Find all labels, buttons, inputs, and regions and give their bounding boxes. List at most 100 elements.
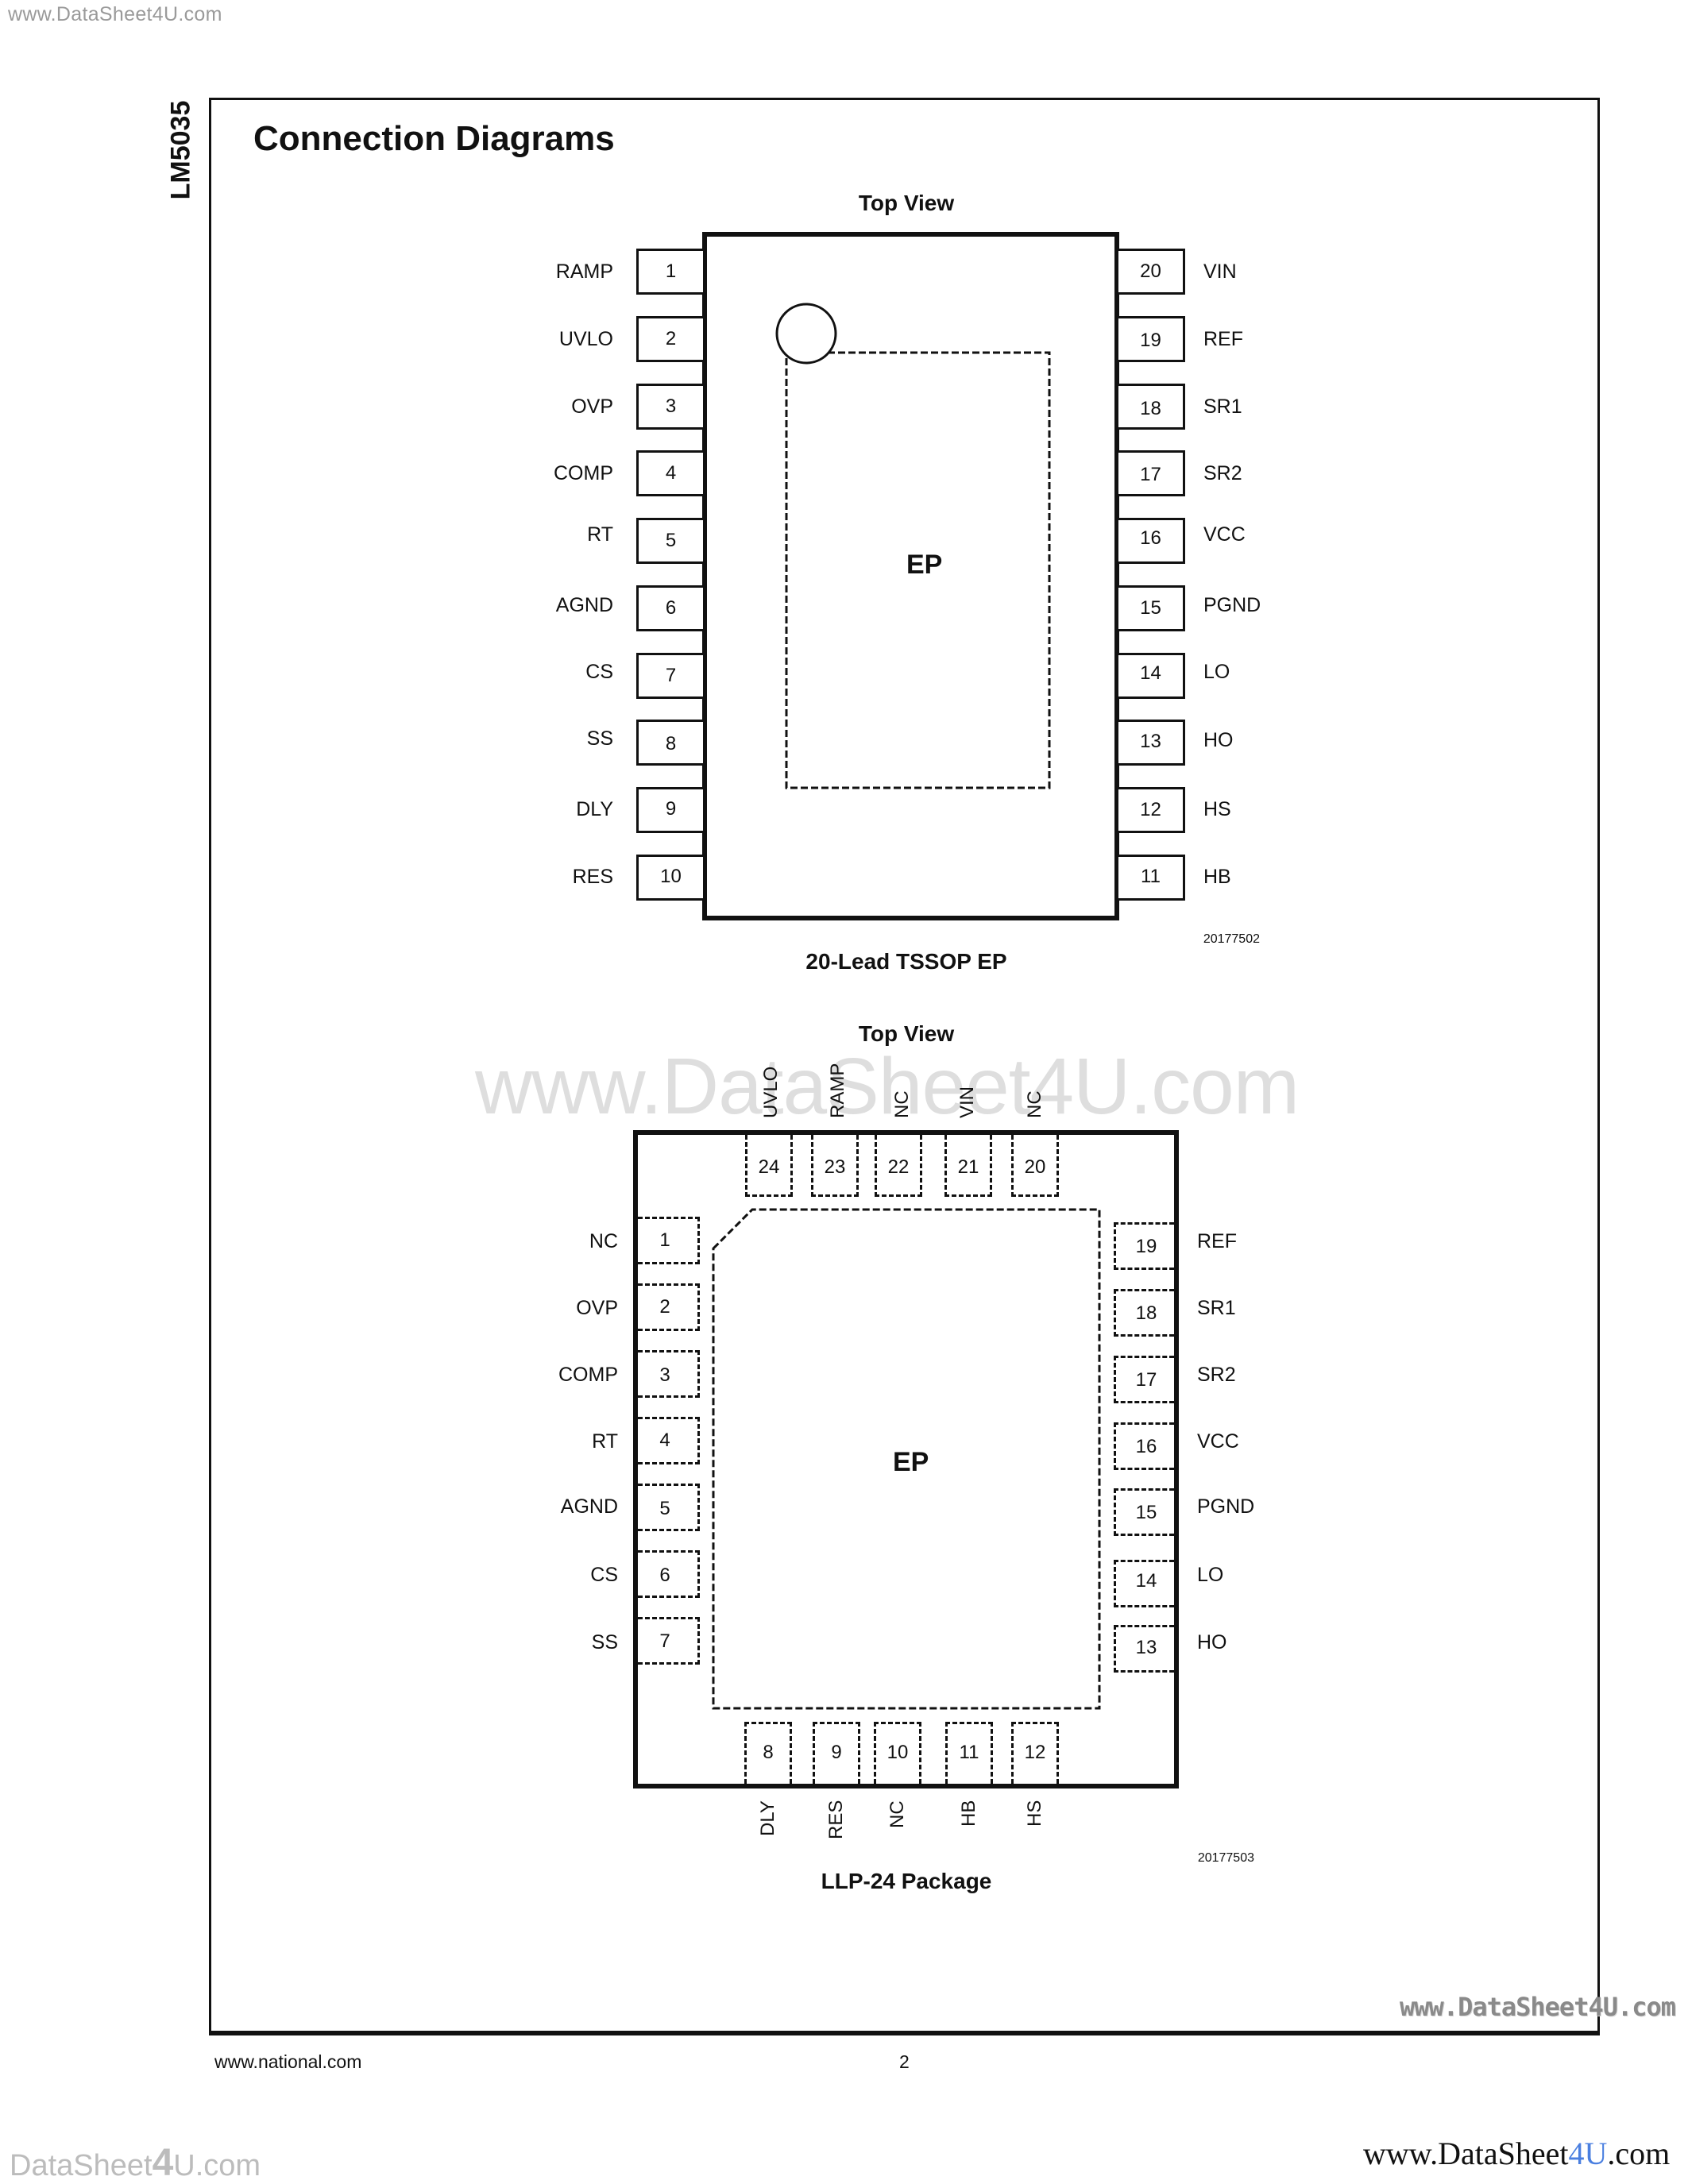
- tssop-pin-10: [636, 855, 705, 901]
- pin-name: RES: [572, 866, 613, 888]
- llp-pad-1: [638, 1217, 700, 1264]
- pin-number: 5: [659, 1498, 670, 1519]
- pin-number: 15: [1135, 1502, 1157, 1523]
- pin-name: OVP: [571, 396, 613, 418]
- pin-number: 2: [665, 328, 677, 349]
- llp-pad-10: [874, 1722, 921, 1784]
- pin-number: 20: [1140, 260, 1161, 282]
- llp-bottom-pin-label-slot: HB: [958, 1800, 980, 1848]
- pin-number: 8: [665, 733, 677, 754]
- pin-name: RAMP: [555, 260, 613, 283]
- llp-pad-7: [638, 1617, 700, 1665]
- tssop-pin-18: [1116, 384, 1185, 430]
- tssop-pin-13: [1116, 720, 1185, 766]
- tssop-pin-4: [636, 450, 705, 496]
- pin-number: 14: [1135, 1570, 1157, 1592]
- tssop-package-name: 20-Lead TSSOP EP: [805, 949, 1007, 974]
- pin-name: SR2: [1197, 1364, 1236, 1386]
- tssop-pin-20: [1116, 249, 1185, 295]
- tssop-pin-19: [1116, 316, 1185, 362]
- pin-number: 21: [957, 1156, 979, 1178]
- llp-pad-3: [638, 1350, 700, 1398]
- llp-pad-5: [638, 1484, 700, 1531]
- pin-number: 5: [665, 530, 677, 551]
- pin-name: SS: [586, 727, 613, 750]
- pin-name: VCC: [1203, 523, 1246, 546]
- tssop-figure-id: 20177502: [1203, 932, 1260, 946]
- tssop-pin-16: [1116, 518, 1185, 564]
- pin-name: HO: [1197, 1631, 1227, 1653]
- watermark-bottom-right-link[interactable]: www.DataSheet4U.com: [1363, 2138, 1670, 2170]
- pin1-marker-icon: [775, 303, 837, 365]
- pin-name: SS: [591, 1631, 618, 1653]
- wm-accent: 4U: [1568, 2136, 1608, 2171]
- pin-number: 7: [665, 665, 677, 686]
- tssop-pin-17: [1116, 450, 1185, 496]
- wm-text: DataSheet: [10, 2149, 153, 2182]
- pin-number: 23: [824, 1156, 846, 1178]
- pin-number: 16: [1135, 1436, 1157, 1457]
- pin-name: NC: [589, 1230, 618, 1252]
- wm-text: .com: [1607, 2136, 1671, 2171]
- pin-number: 2: [659, 1296, 670, 1318]
- tssop-ep-label: EP: [906, 550, 943, 580]
- pin-number: 16: [1140, 527, 1161, 549]
- pin-number: 17: [1135, 1369, 1157, 1391]
- llp-pad-9: [813, 1722, 860, 1784]
- tssop-pin-6: [636, 585, 705, 631]
- pin-name: SR2: [1203, 462, 1242, 484]
- pin-name: COMP: [558, 1364, 618, 1386]
- pin-number: 13: [1135, 1637, 1157, 1658]
- pin-name: LO: [1203, 661, 1230, 683]
- tssop-pin-12: [1116, 787, 1185, 833]
- tssop-pin-8: [636, 720, 705, 766]
- llp-pad-23: [811, 1135, 859, 1197]
- watermark-bottom-left: DataSheet4U.com: [10, 2144, 261, 2182]
- tssop-pin-11: [1116, 855, 1185, 901]
- pin-name: RT: [587, 523, 613, 546]
- llp-pad-21: [944, 1135, 992, 1197]
- llp-pad-20: [1011, 1135, 1059, 1197]
- llp-pad-6: [638, 1550, 700, 1598]
- llp-pad-18: [1114, 1289, 1174, 1337]
- pin-name: PGND: [1197, 1495, 1255, 1518]
- llp-bottom-pin-label-slot: NC: [886, 1800, 909, 1848]
- tssop-pin-5: [636, 518, 705, 564]
- llp-bottom-pin-label-slot: DLY: [757, 1800, 779, 1848]
- pin-number: 24: [758, 1156, 780, 1178]
- tssop-pin-1: [636, 249, 705, 295]
- llp-pad-2: [638, 1283, 700, 1331]
- tssop-view-label: Top View: [858, 191, 955, 215]
- pin-number: 15: [1140, 597, 1161, 619]
- llp-pad-22: [875, 1135, 922, 1197]
- pin-number: 8: [763, 1742, 774, 1763]
- pin-number: 11: [1141, 866, 1161, 887]
- pin-name: DLY: [576, 798, 613, 820]
- pin-name: REF: [1197, 1230, 1237, 1252]
- llp-exposed-pad-outline: [712, 1208, 1101, 1710]
- watermark-center: www.DataSheet4U.com: [475, 1042, 1300, 1131]
- tssop-pin-7: [636, 653, 705, 699]
- llp-pad-12: [1011, 1722, 1059, 1784]
- pin-name: SR1: [1197, 1297, 1236, 1319]
- pin-name: UVLO: [558, 328, 613, 350]
- page-frame: [209, 98, 1600, 2035]
- pin-number: 1: [665, 260, 677, 282]
- llp-bottom-pin-label-slot: RES: [825, 1800, 848, 1848]
- pin-name: OVP: [576, 1297, 618, 1319]
- footer-url-link[interactable]: www.national.com: [214, 2051, 362, 2072]
- llp-pad-16: [1114, 1422, 1174, 1470]
- llp-pad-8: [744, 1722, 792, 1784]
- pin-name: SR1: [1203, 396, 1242, 418]
- pin-name: AGND: [555, 594, 613, 616]
- pin-number: 1: [659, 1229, 670, 1251]
- pin-name: PGND: [1203, 594, 1261, 616]
- pin-number: 12: [1140, 799, 1161, 820]
- pin-number: 18: [1140, 398, 1161, 419]
- llp-bottom-pin-name: RES: [825, 1800, 847, 1839]
- pin-number: 18: [1135, 1302, 1157, 1324]
- pin-number: 9: [831, 1742, 842, 1763]
- pin-name: HS: [1203, 798, 1231, 820]
